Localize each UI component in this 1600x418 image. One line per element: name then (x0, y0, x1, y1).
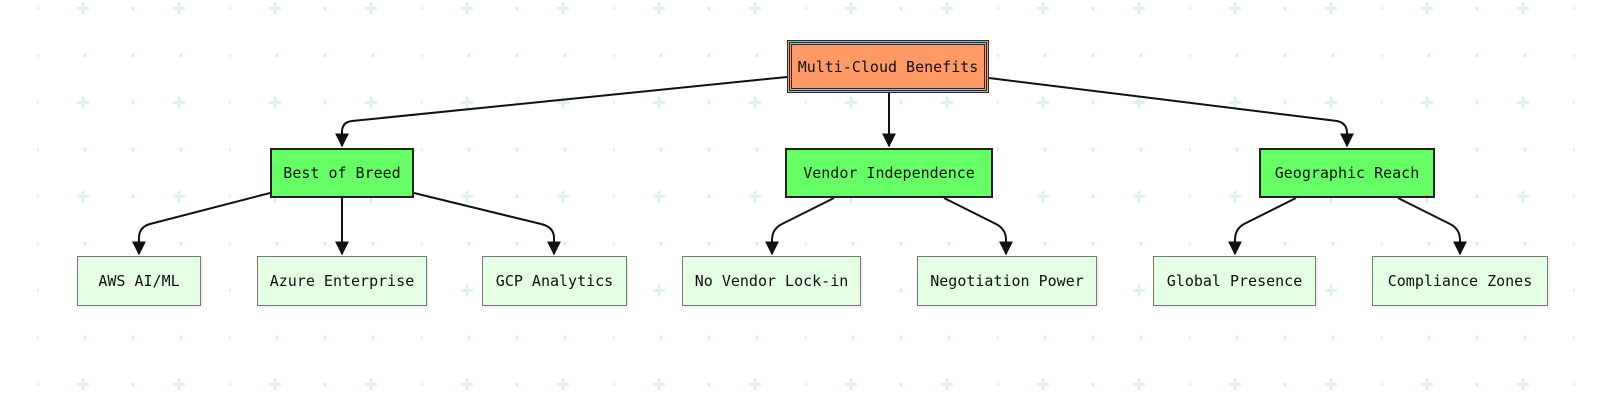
edge-geographic-reach-to-compliance (1397, 197, 1467, 256)
leaf-node-gcp-analytics[interactable]: GCP Analytics (482, 256, 627, 306)
leaf-node-negotiation-power[interactable]: Negotiation Power (917, 256, 1097, 306)
leaf-node-label: Compliance Zones (1387, 272, 1533, 290)
leaf-node-no-vendor-lock-in[interactable]: No Vendor Lock-in (682, 256, 861, 306)
branch-node-best-of-breed[interactable]: Best of Breed (270, 148, 414, 198)
edge-root-to-geographic-reach (988, 77, 1354, 148)
leaf-node-label: No Vendor Lock-in (694, 272, 849, 290)
branch-node-label: Best of Breed (283, 164, 401, 182)
edge-best-of-breed-to-gcp (413, 192, 561, 256)
branch-node-geographic-reach[interactable]: Geographic Reach (1259, 148, 1435, 198)
leaf-node-compliance-zones[interactable]: Compliance Zones (1372, 256, 1548, 306)
edge-vendor-independence-to-lock-in (765, 197, 835, 256)
leaf-node-global-presence[interactable]: Global Presence (1153, 256, 1316, 306)
leaf-node-azure-enterprise[interactable]: Azure Enterprise (257, 256, 427, 306)
edge-root-to-best-of-breed (335, 76, 788, 148)
branch-node-label: Geographic Reach (1274, 164, 1420, 182)
leaf-node-label: Negotiation Power (930, 272, 1084, 290)
leaf-node-label: Global Presence (1166, 272, 1303, 290)
root-node-label: Multi-Cloud Benefits (797, 57, 979, 76)
leaf-node-label: AWS AI/ML (98, 272, 180, 290)
branch-node-vendor-independence[interactable]: Vendor Independence (785, 148, 993, 198)
root-node[interactable]: Multi-Cloud Benefits (787, 40, 989, 93)
leaf-node-label: GCP Analytics (495, 272, 614, 290)
edge-vendor-independence-to-negotiation (943, 197, 1013, 256)
edge-best-of-breed-to-aws (132, 192, 271, 256)
edge-geographic-reach-to-global (1228, 197, 1297, 256)
leaf-node-aws-ai-ml[interactable]: AWS AI/ML (77, 256, 201, 306)
branch-node-label: Vendor Independence (803, 164, 975, 182)
leaf-node-label: Azure Enterprise (269, 272, 415, 290)
